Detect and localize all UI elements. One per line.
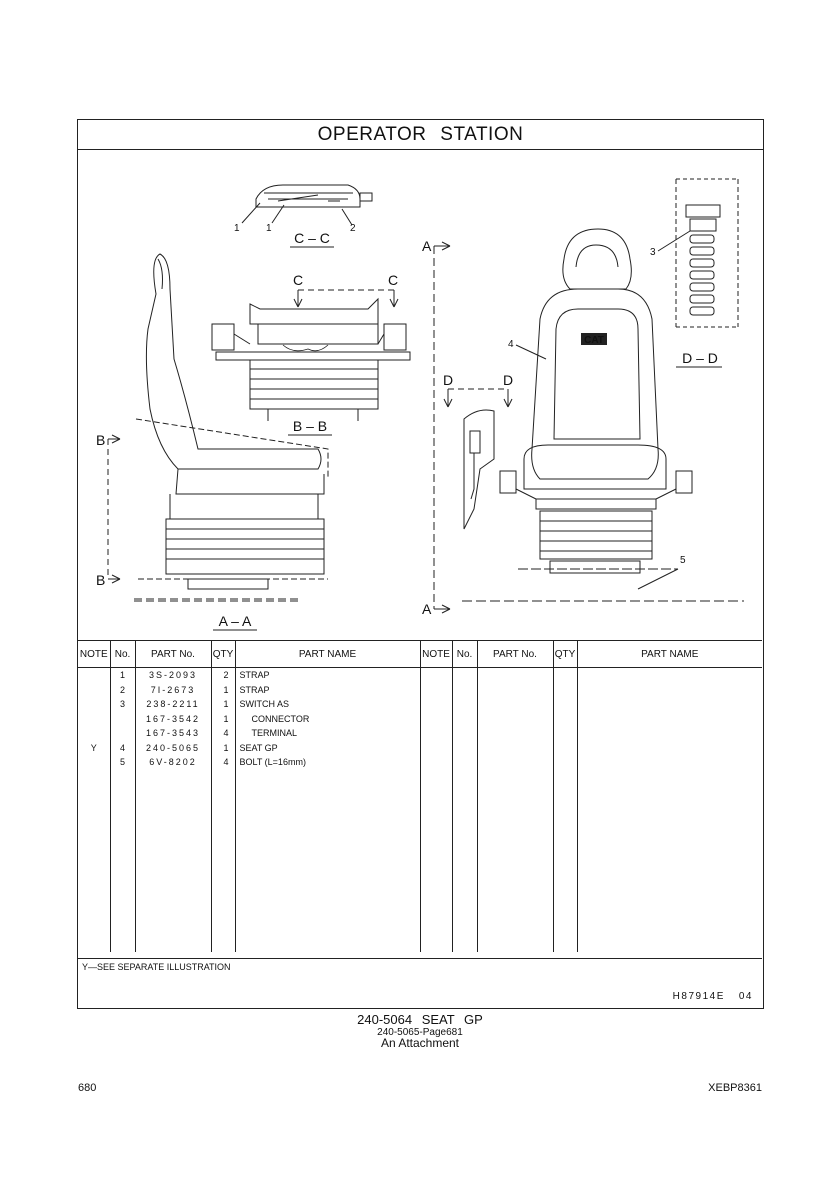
number-column: 1 2 3 4 5 <box>110 667 136 952</box>
illustration-code-id: H87914E <box>672 991 725 1002</box>
table-cell: 240-5065 <box>145 742 201 753</box>
table-cell: BOLT (L=16mm) <box>239 757 306 767</box>
table-cell: TERMINAL <box>251 728 298 738</box>
section-letter-c-right: C <box>388 272 398 288</box>
table-cell: 238-2211 <box>146 699 200 709</box>
section-letter-c-left: C <box>293 272 303 288</box>
table-cell <box>78 755 110 770</box>
callout-1a: 1 <box>234 223 240 234</box>
section-letter-b-top: B <box>96 432 105 448</box>
page-title: OPERATOR STATION <box>78 120 763 150</box>
table-cell: STRAP <box>239 684 270 695</box>
col-header-part-name-2: PART NAME <box>577 640 762 668</box>
table-cell <box>78 697 110 712</box>
part-number-column-2 <box>477 667 554 952</box>
callout-5: 5 <box>680 555 686 566</box>
section-letter-a-top: A <box>422 238 432 254</box>
table-cell: STRAP <box>239 670 270 680</box>
table-cell: SEAT GP <box>239 742 278 753</box>
table-cell <box>78 712 110 727</box>
part-name-column-2 <box>577 668 762 952</box>
table-cell: Y <box>90 742 97 753</box>
table-cell: 7I-2673 <box>150 684 196 695</box>
footnote-text: Y—SEE SEPARATE ILLUSTRATION <box>82 962 231 972</box>
parts-table: NOTE No. PART No. QTY PART NAME NOTE No.… <box>78 640 762 952</box>
callout-2: 2 <box>350 223 356 234</box>
view-label-dd: D – D <box>682 350 718 366</box>
table-cell: 167-3542 <box>145 713 201 724</box>
table-cell <box>78 683 110 698</box>
table-cell: 2 <box>223 670 229 680</box>
table-cell <box>78 668 110 683</box>
table-cell: 4 <box>223 757 229 767</box>
note-column: Y <box>78 667 111 952</box>
table-cell: 1 <box>223 713 229 724</box>
qty-column: 2 1 1 1 4 1 4 <box>211 667 236 952</box>
table-footnote: Y—SEE SEPARATE ILLUSTRATION <box>78 958 762 975</box>
svg-text:CAT: CAT <box>584 335 604 346</box>
col-header-part-no: PART No. <box>135 640 212 668</box>
number-column-2 <box>452 667 478 952</box>
col-header-note: NOTE <box>78 640 111 668</box>
view-label-aa: A – A <box>219 613 252 629</box>
callout-1b: 1 <box>266 223 272 234</box>
view-dd-drawing <box>675 178 739 328</box>
illustration-code: H87914E 04 <box>673 991 753 1002</box>
note-column-2 <box>420 667 453 952</box>
view-bb-drawing <box>211 297 411 421</box>
col-header-part-no-2: PART No. <box>477 640 554 668</box>
callout-4: 4 <box>508 339 514 350</box>
table-cell: 6V-8202 <box>149 757 197 767</box>
view-label-bb: B – B <box>293 418 327 434</box>
col-header-qty: QTY <box>211 640 236 668</box>
section-letter-b-bottom: B <box>96 572 105 588</box>
table-cell <box>78 726 110 741</box>
table-cell: 1 <box>223 684 229 695</box>
table-cell: 3 <box>119 699 125 709</box>
parts-page-frame: OPERATOR STATION <box>77 119 764 1009</box>
table-cell: 3S-2093 <box>148 670 198 680</box>
table-cell: 1 <box>223 699 229 709</box>
attachment-label: An Attachment <box>380 1036 460 1050</box>
section-letter-d-right: D <box>503 372 513 388</box>
col-header-qty-2: QTY <box>553 640 578 668</box>
col-header-part-name: PART NAME <box>235 640 421 668</box>
view-d-profile-drawing <box>463 409 495 530</box>
group-caption: 240-5064 SEAT GP <box>357 1012 483 1027</box>
callout-3: 3 <box>650 247 656 258</box>
col-header-note-2: NOTE <box>420 640 453 668</box>
qty-column-2 <box>553 667 578 952</box>
seat-illustration: CAT C – C B – B A – A D – D A A B B C C … <box>78 149 762 638</box>
page-number: 680 <box>78 1082 97 1094</box>
parts-table-header: NOTE No. PART No. QTY PART NAME NOTE No.… <box>78 640 762 668</box>
section-letter-d-left: D <box>443 372 453 388</box>
table-cell: 4 <box>223 728 229 738</box>
table-cell: SWITCH AS <box>239 699 290 709</box>
table-cell: 5 <box>119 757 125 767</box>
section-letter-a-bottom: A <box>422 601 432 617</box>
view-label-cc: C – C <box>294 230 330 246</box>
col-header-no: No. <box>110 640 136 668</box>
view-aa-drawing <box>134 253 329 602</box>
table-cell: CONNECTOR <box>251 713 310 724</box>
view-front-drawing <box>462 228 744 602</box>
revision-number: 04 <box>738 991 753 1002</box>
table-cell: 167-3543 <box>145 728 201 738</box>
col-header-no-2: No. <box>452 640 478 668</box>
page-reference: 240-5065-Page681 <box>377 1027 463 1038</box>
cat-logo-icon <box>581 333 607 345</box>
table-cell: 1 <box>223 742 229 753</box>
document-id: XEBP8361 <box>708 1082 762 1094</box>
table-cell: 2 <box>119 684 125 695</box>
part-name-column: STRAP STRAP SWITCH AS CONNECTOR TERMINAL… <box>235 667 421 952</box>
table-cell: 1 <box>119 670 125 680</box>
part-number-column: 3S-2093 7I-2673 238-2211 167-3542 167-35… <box>135 667 212 952</box>
view-cc-drawing <box>255 184 373 208</box>
table-cell <box>111 712 135 727</box>
table-cell: 4 <box>119 742 125 753</box>
table-cell <box>111 726 135 741</box>
